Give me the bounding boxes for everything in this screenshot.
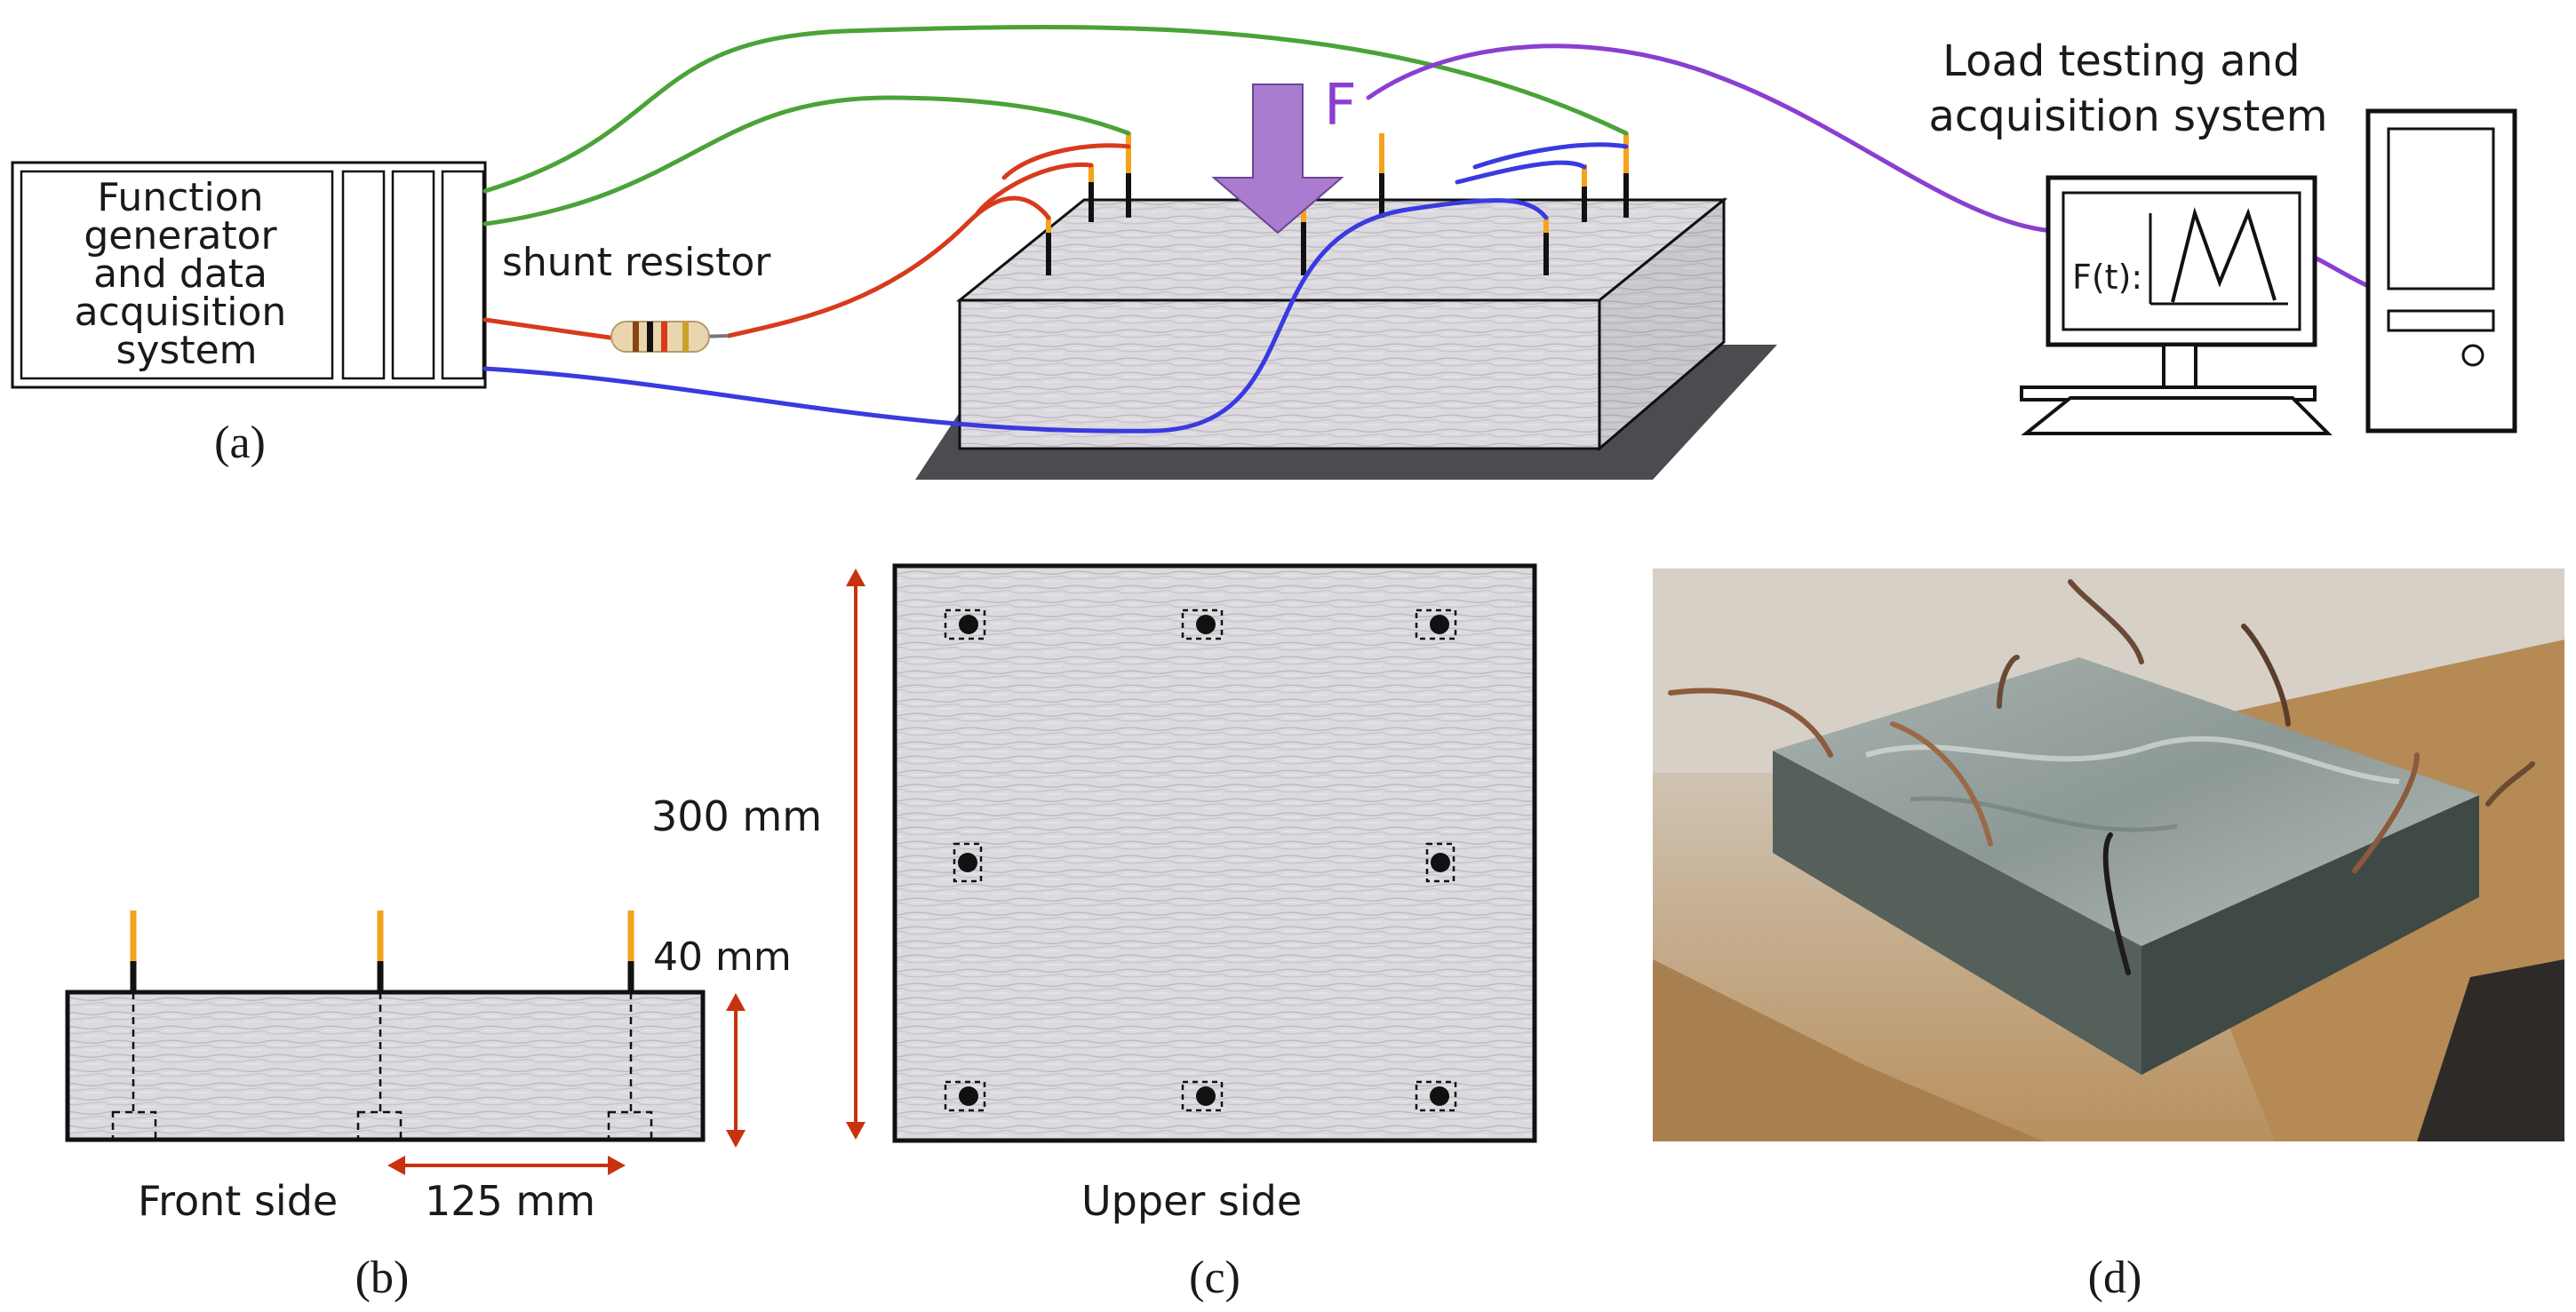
load-system-label-line-1: Load testing and bbox=[1942, 36, 2300, 86]
slab-3d bbox=[955, 196, 1728, 452]
load-system-label-line-2: acquisition system bbox=[1928, 91, 2327, 141]
shunt-resistor: shunt resistor bbox=[502, 240, 771, 353]
svg-text:Load testing and acqui: Load testing and acquisition system bbox=[1928, 36, 2327, 141]
purple-wire-force bbox=[1366, 44, 2055, 234]
generator-label-line-5: system bbox=[116, 328, 257, 373]
panel-a: Function generator and data acquisition … bbox=[11, 24, 2517, 480]
generator-label-line-3: and data bbox=[93, 251, 267, 297]
upper-side-label: Upper side bbox=[1081, 1177, 1302, 1225]
size-label: 300 mm bbox=[651, 792, 822, 840]
function-generator-box: Function generator and data acquisition … bbox=[11, 161, 487, 389]
height-dimension bbox=[726, 993, 746, 1148]
shunt-resistor-label: shunt resistor bbox=[502, 240, 771, 285]
front-slab bbox=[65, 990, 706, 1142]
specimen-photo bbox=[1653, 569, 2564, 1141]
svg-text:Function generator: Function generator and data acquisition … bbox=[75, 175, 299, 373]
spacing-dimension bbox=[387, 1156, 626, 1175]
green-wire-2 bbox=[483, 95, 1131, 227]
panel-c: 300 mm Upper side (c) bbox=[651, 563, 1537, 1303]
purple-wire-pc bbox=[2312, 255, 2371, 289]
generator-label-line-4: acquisition bbox=[75, 290, 287, 335]
force-arrow: F bbox=[1211, 73, 1357, 235]
pc-tower bbox=[2365, 108, 2517, 433]
red-wire-main bbox=[483, 317, 625, 342]
caption-a: (a) bbox=[214, 417, 266, 468]
generator-label-line-2: generator bbox=[84, 213, 277, 258]
force-label: F bbox=[1324, 73, 1357, 139]
wires bbox=[483, 24, 2371, 433]
green-wire-1 bbox=[483, 24, 1629, 194]
caption-c: (c) bbox=[1189, 1252, 1240, 1303]
front-side-label: Front side bbox=[138, 1177, 338, 1225]
panel-b: 40 mm Front side 125 mm (b) bbox=[65, 910, 792, 1303]
monitor: Load testing and acquisition system F(t)… bbox=[1928, 36, 2333, 435]
blue-wire bbox=[483, 198, 1549, 433]
slab-electrodes bbox=[1046, 133, 1629, 275]
generator-label-line-1: Function bbox=[97, 175, 263, 220]
front-electrodes bbox=[111, 910, 653, 1142]
caption-d: (d) bbox=[2088, 1252, 2142, 1303]
top-electrodes bbox=[944, 608, 1457, 1112]
force-graph bbox=[2171, 207, 2277, 303]
height-label: 40 mm bbox=[653, 934, 792, 980]
panel-d: (d) bbox=[1653, 569, 2564, 1303]
size-dimension bbox=[846, 569, 865, 1140]
spacing-label: 125 mm bbox=[425, 1177, 595, 1225]
red-wire-to-slab bbox=[726, 195, 1051, 338]
monitor-label: F(t): bbox=[2072, 258, 2142, 297]
caption-b: (b) bbox=[355, 1252, 410, 1303]
